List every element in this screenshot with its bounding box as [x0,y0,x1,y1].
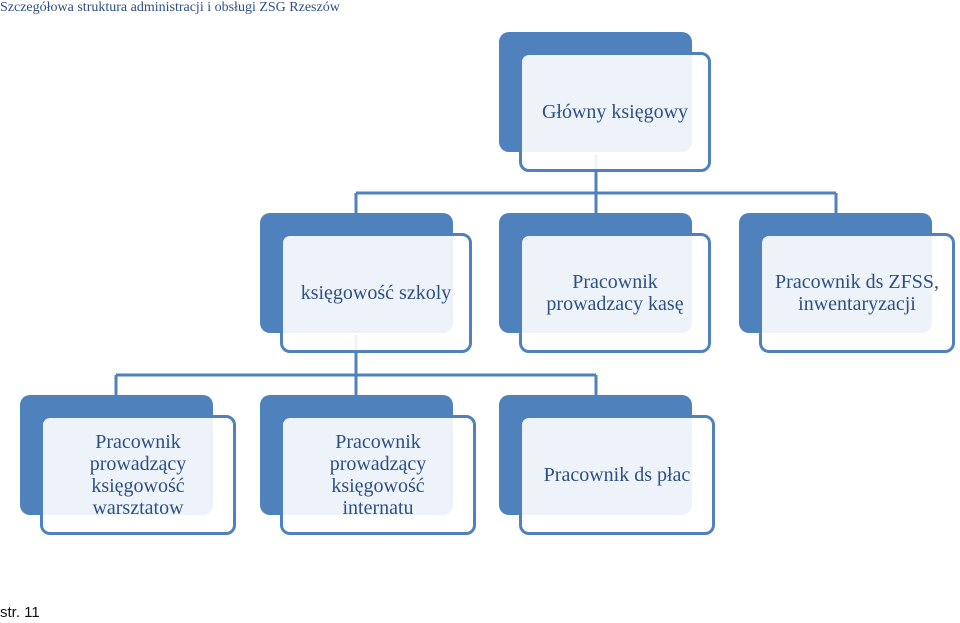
node-box: Pracownik prowadzący księgowość warsztat… [40,415,236,535]
node-box: Pracownik ds ZFSS, inwentaryzacji [759,233,955,353]
node-label-line: prowadzący [89,453,187,475]
node-label-line: prowadzący [329,453,427,475]
node-label: Pracownik ds płac [543,464,691,486]
node-box: Pracownik prowadzący księgowość internat… [280,415,476,535]
page-number: str. 11 [0,604,40,621]
node-label-line: księgowość [331,475,425,497]
node-box: Pracownik prowadzacy kasę [519,233,711,353]
node-label-line: internatu [342,497,414,519]
node-label-line: prowadzacy kasę [546,293,684,315]
page-title: Szczegółowa struktura administracji i ob… [0,0,340,15]
node-box: Pracownik ds płac [519,415,715,535]
node-label-line: Pracownik [335,431,421,453]
node-box: Główny księgowy [519,52,711,172]
node-box: księgowość szkoly [280,233,472,353]
node-label-line: księgowość [91,475,185,497]
node-label: księgowość szkoly [300,282,452,304]
node-label-line: Pracownik [572,271,658,293]
node-label-line: warsztatow [92,497,184,519]
node-label-line: Pracownik ds ZFSS, [775,271,939,293]
node-label-line: inwentaryzacji [798,293,916,315]
node-label-line: Pracownik [95,431,181,453]
node-label: Główny księgowy [541,101,689,123]
